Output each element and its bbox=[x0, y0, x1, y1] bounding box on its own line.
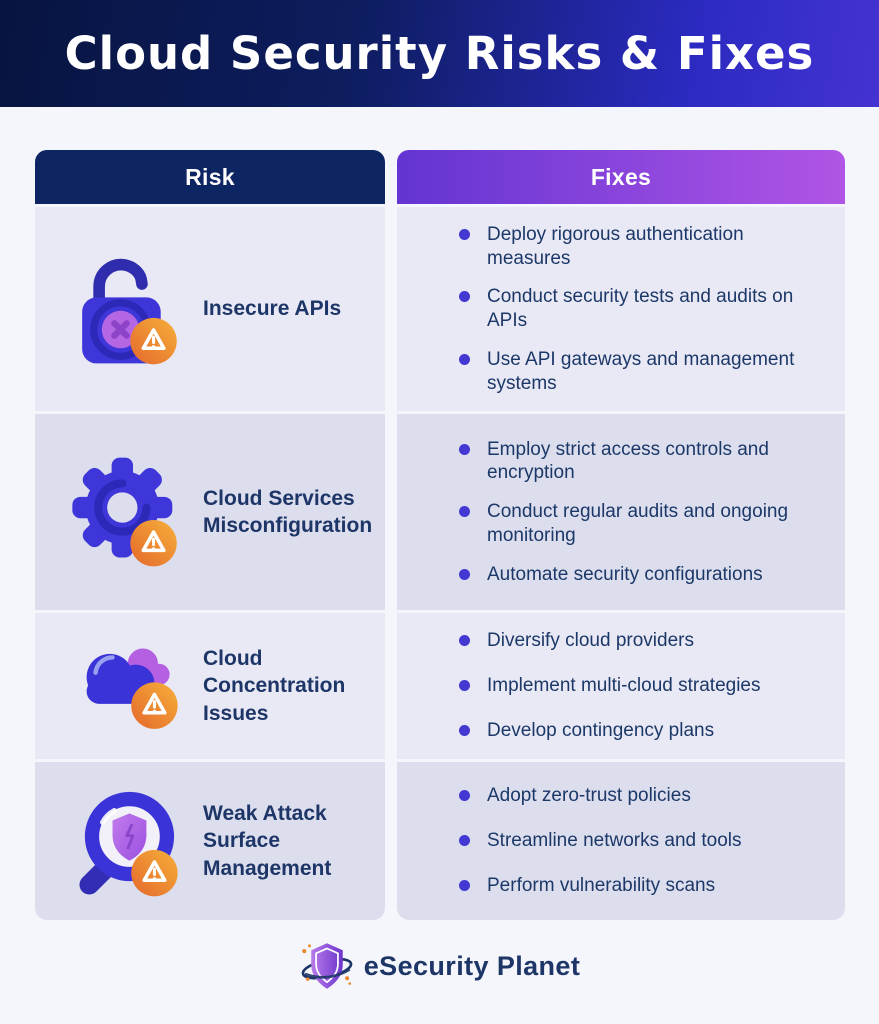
page-title: Cloud Security Risks & Fixes bbox=[64, 27, 815, 80]
risk-label: Insecure APIs bbox=[203, 297, 342, 321]
fix-text: Automate security configurations bbox=[487, 563, 763, 585]
fixes-cell: Deploy rigorous authentication measures … bbox=[397, 207, 845, 411]
fix-item: Diversify cloud providers bbox=[459, 629, 819, 653]
fix-item: Conduct security tests and audits on API… bbox=[459, 285, 819, 333]
fix-item: Streamline networks and tools bbox=[459, 829, 819, 853]
brand-name: eSecurity Planet bbox=[363, 950, 581, 981]
lock-warning-icon bbox=[67, 251, 183, 367]
fixes-cell: Diversify cloud providers Implement mult… bbox=[397, 613, 845, 759]
fix-item: Implement multi-cloud strategies bbox=[459, 674, 819, 698]
bullet-dot-icon bbox=[459, 568, 470, 580]
bullet-dot-icon bbox=[459, 443, 470, 455]
esecurity-planet-logo-icon bbox=[299, 938, 355, 994]
fix-text: Employ strict access controls and encryp… bbox=[487, 438, 769, 484]
fixes-cell: Adopt zero-trust policies Streamline net… bbox=[397, 762, 845, 920]
risk-column-header: Risk bbox=[35, 150, 385, 204]
bullet-dot-icon bbox=[459, 635, 470, 647]
bullet-dot-icon bbox=[459, 790, 470, 802]
risk-cell: Weak Attack Surface Management bbox=[35, 762, 385, 920]
risk-cell: Cloud Concentration Issues bbox=[35, 613, 385, 759]
bullet-dot-icon bbox=[459, 228, 470, 240]
fix-text: Diversify cloud providers bbox=[487, 630, 694, 652]
bullet-dot-icon bbox=[459, 680, 470, 692]
fix-text: Develop contingency plans bbox=[487, 719, 715, 741]
fix-item: Conduct regular audits and ongoing monit… bbox=[459, 500, 819, 548]
bullet-dot-icon bbox=[459, 879, 470, 891]
risk-label: Cloud Concentration Issues bbox=[203, 647, 346, 725]
fix-text: Adopt zero-trust policies bbox=[487, 785, 691, 807]
gear-warning-icon bbox=[67, 454, 183, 570]
fix-text: Conduct regular audits and ongoing monit… bbox=[487, 501, 789, 546]
risk-fixes-table: Risk Fixes Insecure APIs Deploy rigorous… bbox=[35, 150, 845, 920]
risk-cell: Insecure APIs bbox=[35, 207, 385, 411]
header-band: Cloud Security Risks & Fixes bbox=[0, 0, 879, 107]
bullet-dot-icon bbox=[459, 506, 470, 518]
magnifier-shield-warning-icon bbox=[67, 783, 183, 899]
bullet-dot-icon bbox=[459, 724, 470, 736]
risk-label: Weak Attack Surface Management bbox=[203, 802, 332, 880]
fix-item: Employ strict access controls and encryp… bbox=[459, 438, 819, 486]
fix-text: Implement multi-cloud strategies bbox=[487, 675, 761, 697]
fix-text: Use API gateways and management systems bbox=[487, 348, 795, 394]
footer-brand: eSecurity Planet bbox=[0, 938, 879, 994]
bullet-dot-icon bbox=[459, 353, 470, 365]
bullet-dot-icon bbox=[459, 835, 470, 847]
fix-item: Deploy rigorous authentication measures bbox=[459, 223, 819, 271]
fixes-cell: Employ strict access controls and encryp… bbox=[397, 414, 845, 610]
fix-item: Automate security configurations bbox=[459, 563, 819, 587]
fix-item: Adopt zero-trust policies bbox=[459, 784, 819, 808]
fix-text: Streamline networks and tools bbox=[487, 830, 742, 852]
fixes-column-header: Fixes bbox=[397, 150, 845, 204]
bullet-dot-icon bbox=[459, 291, 470, 303]
fix-text: Deploy rigorous authentication measures bbox=[487, 223, 744, 269]
risk-cell: Cloud Services Misconfiguration bbox=[35, 414, 385, 610]
fix-item: Develop contingency plans bbox=[459, 719, 819, 743]
fix-text: Perform vulnerability scans bbox=[487, 874, 716, 896]
fix-item: Perform vulnerability scans bbox=[459, 874, 819, 898]
cloud-warning-icon bbox=[67, 628, 183, 744]
fix-text: Conduct security tests and audits on API… bbox=[487, 286, 794, 331]
risk-label: Cloud Services Misconfiguration bbox=[203, 486, 373, 537]
fix-item: Use API gateways and management systems bbox=[459, 348, 819, 396]
